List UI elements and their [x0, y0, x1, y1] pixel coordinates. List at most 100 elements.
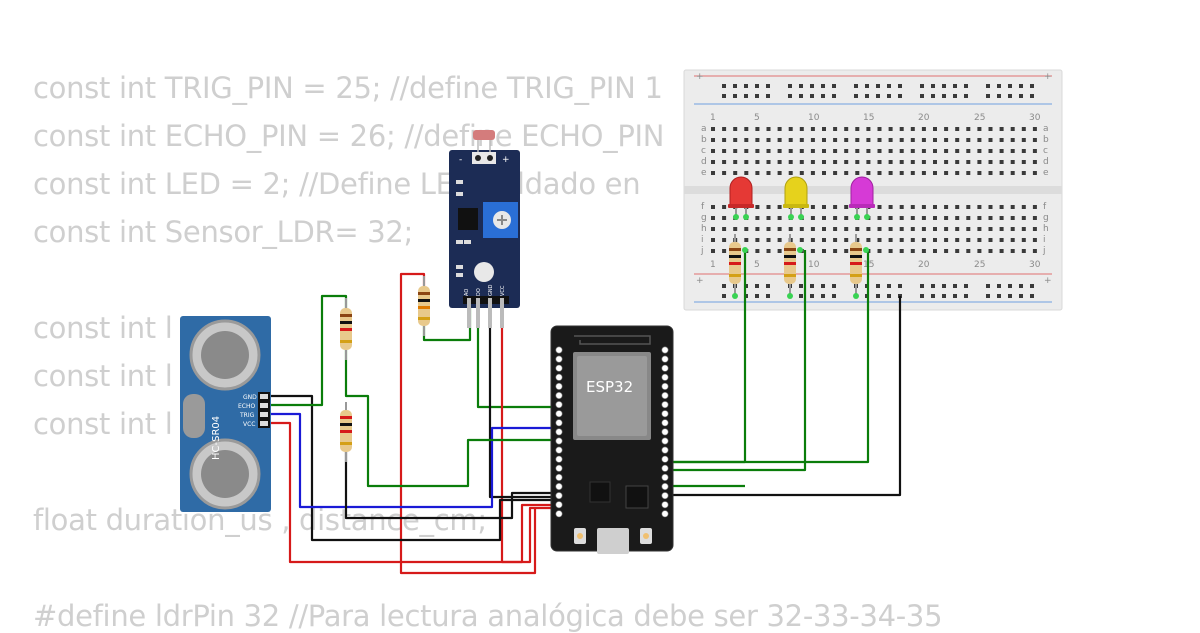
bb-hole [711, 127, 715, 131]
bb-hole [942, 294, 946, 298]
bb-hole [711, 138, 715, 142]
bb-hole [855, 127, 860, 131]
bb-hole [920, 284, 924, 288]
bb-hole [744, 238, 749, 242]
bb-hole [877, 238, 882, 242]
bb-hole [977, 138, 982, 142]
bb-row-letter: b [701, 135, 707, 145]
bb-hole [711, 227, 715, 231]
code-line: const int l 4; [33, 407, 210, 441]
bb-hole [799, 94, 803, 98]
rail-plus-label-tl: + [696, 72, 704, 82]
esp32-pin [555, 364, 563, 372]
bb-hole [755, 205, 760, 209]
bb-hole [1030, 84, 1034, 88]
bb-hole [755, 294, 759, 298]
bb-hole [877, 138, 882, 142]
bb-hole [920, 84, 924, 88]
bb-hole [955, 138, 960, 142]
bb-hole [955, 149, 960, 153]
bb-hole [799, 238, 804, 242]
esp32-pin [661, 401, 669, 409]
bb-hole [1021, 249, 1026, 253]
bb-hole [876, 284, 880, 288]
rail-plus-label-tr: + [1044, 72, 1052, 82]
ldr-pin-gnd: GND [488, 284, 494, 296]
bb-hole [944, 149, 949, 153]
esp32-pin [555, 464, 563, 472]
bb-hole [944, 227, 949, 231]
bb-hole [1010, 216, 1015, 220]
bb-hole [722, 205, 727, 209]
resistor-led-red [729, 234, 741, 296]
bb-hole [999, 238, 1004, 242]
esp32-pin [661, 428, 669, 436]
bb-hole [755, 238, 760, 242]
bb-hole [921, 205, 926, 209]
bb-hole [855, 171, 860, 175]
rail-plus-label-bl: + [696, 276, 704, 286]
bb-hole [766, 138, 771, 142]
bb-row-letter: i [1043, 235, 1046, 245]
bb-hole [999, 138, 1004, 142]
code-line: const int Sensor_LDR= 32; [33, 215, 414, 249]
bb-hole [833, 238, 838, 242]
wire-hc-trig [262, 412, 556, 509]
bb-hole [933, 216, 937, 220]
bb-hole [810, 94, 814, 98]
esp32-pin [555, 437, 563, 445]
bb-hole [1021, 138, 1026, 142]
bb-hole [822, 127, 826, 131]
bb-hole [977, 238, 982, 242]
bb-hole [888, 216, 893, 220]
bb-hole [799, 160, 804, 164]
esp32-pin [555, 510, 563, 518]
bb-hole [964, 294, 968, 298]
bb-hole [722, 84, 726, 88]
bb-hole [977, 216, 982, 220]
bb-hole [910, 249, 915, 253]
bb-hole [1010, 205, 1015, 209]
bb-hole [955, 249, 960, 253]
bb-hole [822, 171, 826, 175]
bb-hole [1010, 149, 1015, 153]
bb-hole [1032, 216, 1037, 220]
bb-row-letter: a [1043, 124, 1049, 134]
bb-hole [966, 249, 971, 253]
bb-hole [733, 127, 738, 131]
bb-hole [711, 160, 715, 164]
bb-hole [1030, 284, 1034, 288]
bb-hole [822, 227, 826, 231]
ultrasonic-sensor: HC-SR04 GND ECHO TRIG VCC [180, 316, 271, 512]
bb-hole [711, 205, 715, 209]
hc-model-label: HC-SR04 [211, 416, 222, 460]
bb-hole [777, 127, 782, 131]
bb-hole [999, 216, 1004, 220]
bb-hole [888, 249, 893, 253]
esp32-pin [661, 410, 669, 418]
bb-hole [921, 227, 926, 231]
bb-hole [833, 205, 838, 209]
bb-hole [888, 138, 893, 142]
bb-col-num: 15 [863, 113, 874, 123]
bb-hole [1021, 149, 1026, 153]
bb-hole [766, 294, 770, 298]
bb-hole [799, 294, 803, 298]
bb-hole [854, 94, 858, 98]
esp32-pin [661, 446, 669, 454]
esp32-pin [555, 419, 563, 427]
bb-col-num: 10 [808, 260, 820, 270]
bb-hole [788, 138, 793, 142]
bb-hole [942, 84, 946, 88]
bb-hole [888, 205, 893, 209]
bb-hole [966, 227, 971, 231]
bb-hole [755, 227, 760, 231]
bb-hole [766, 171, 771, 175]
bb-hole [799, 284, 803, 288]
bb-hole [844, 238, 849, 242]
ldr-module: - + AO DO GND VCC [449, 130, 520, 328]
bb-hole [822, 138, 826, 142]
bb-hole [810, 138, 815, 142]
bb-hole [988, 160, 993, 164]
bb-hole [877, 160, 882, 164]
